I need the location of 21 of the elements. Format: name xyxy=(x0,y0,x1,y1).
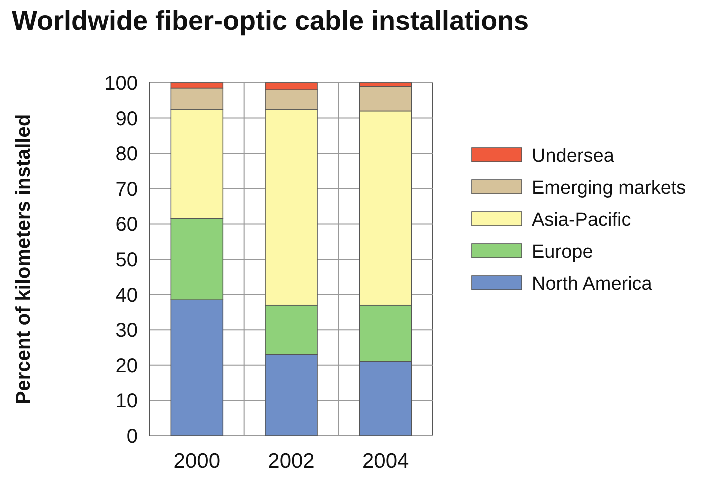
legend-label: North America xyxy=(532,274,652,295)
legend-label: Emerging markets xyxy=(532,178,686,199)
legend-label: Europe xyxy=(532,242,594,263)
axis-tick-label: 2004 xyxy=(362,450,410,473)
axis-tick-label: 20 xyxy=(116,355,138,378)
legend-label: Undersea xyxy=(532,146,614,167)
legend-label: Asia-Pacific xyxy=(532,210,632,231)
axis-tick-label: 60 xyxy=(116,214,138,236)
axis-tick-label: 2000 xyxy=(174,450,221,473)
axis-tick-label: 10 xyxy=(116,390,138,413)
chart-title: Worldwide fiber-optic cable installations xyxy=(12,6,530,37)
axis-tick-label: 2002 xyxy=(268,450,315,473)
axis-tick-label: 100 xyxy=(104,73,138,95)
axis-title: Percent of kilometers installed xyxy=(13,114,35,405)
axis-tick-label: 0 xyxy=(126,426,138,448)
axis-tick-label: 70 xyxy=(116,178,138,201)
axis-tick-label: 30 xyxy=(116,320,138,342)
axis-tick-label: 40 xyxy=(116,284,138,307)
axis-tick-label: 50 xyxy=(116,250,138,272)
axis-tick-label: 90 xyxy=(116,108,138,130)
axis-tick-label: 80 xyxy=(116,144,138,166)
